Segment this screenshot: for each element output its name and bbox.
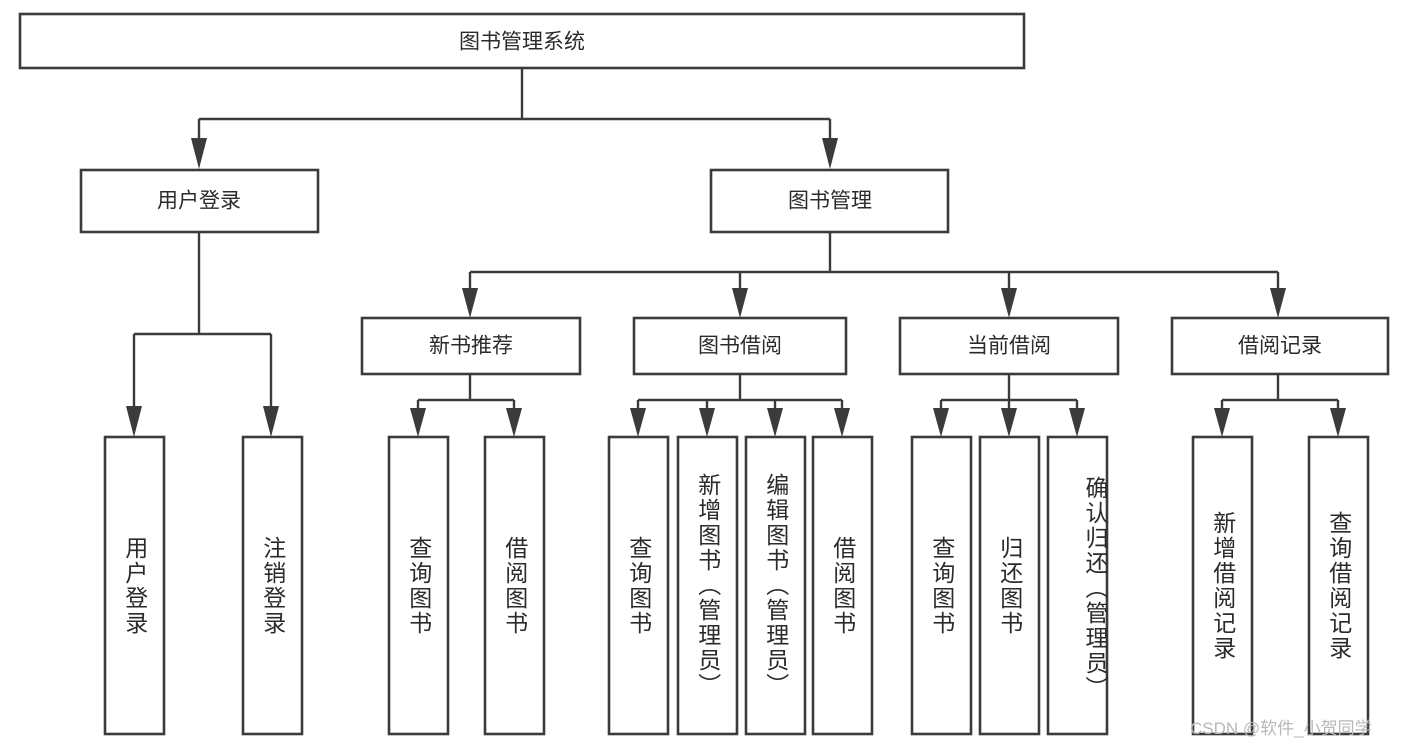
connector-group-current-borrow bbox=[933, 374, 1085, 437]
leaf-box-cb-2[interactable] bbox=[978, 435, 1041, 736]
arrow-head-borrow-record bbox=[1270, 288, 1286, 318]
node-book-borrow-box[interactable] bbox=[632, 316, 848, 376]
node-root[interactable]: 图书管理系统 bbox=[18, 12, 1026, 70]
node-book-management-label: 图书管理 bbox=[788, 190, 872, 213]
connector-group-user-login bbox=[126, 232, 279, 437]
node-new-book-recommend-label: 新书推荐 bbox=[429, 335, 513, 358]
leaf-box-bb-2[interactable] bbox=[676, 435, 739, 736]
node-new-book-recommend[interactable]: 新书推荐 bbox=[360, 316, 582, 376]
node-user-login-label: 用户登录 bbox=[157, 190, 241, 213]
node-user-login-box[interactable] bbox=[79, 168, 320, 234]
arrow-head-leaf-br-1 bbox=[1214, 408, 1230, 437]
node-user-login[interactable]: 用户登录 bbox=[79, 168, 320, 234]
leaf-box-br-1[interactable] bbox=[1191, 435, 1254, 736]
arrow-head-leaf-bb-3 bbox=[767, 408, 783, 437]
leaf-group-user-login bbox=[103, 435, 304, 736]
arrow-head-current-borrow bbox=[1001, 288, 1017, 318]
arrow-head-book-borrow bbox=[732, 288, 748, 318]
arrow-head-leaf-cb-2 bbox=[1001, 408, 1017, 437]
node-current-borrow-label: 当前借阅 bbox=[967, 335, 1051, 358]
node-borrow-record-label: 借阅记录 bbox=[1238, 335, 1322, 358]
node-current-borrow[interactable]: 当前借阅 bbox=[898, 316, 1120, 376]
connector-group-book-borrow bbox=[630, 374, 850, 437]
node-book-borrow-label: 图书借阅 bbox=[698, 335, 782, 358]
arrow-head-leaf-bb-4 bbox=[834, 408, 850, 437]
node-root-label: 图书管理系统 bbox=[459, 31, 585, 54]
connector-group-new-book-recommend bbox=[410, 374, 522, 437]
node-root-box[interactable] bbox=[18, 12, 1026, 70]
connector-group-borrow-record bbox=[1214, 374, 1346, 437]
leaf-group-new-book-recommend bbox=[387, 435, 546, 736]
arrow-head-leaf-user-login-2 bbox=[263, 406, 279, 437]
leaf-box-cb-1[interactable] bbox=[910, 435, 973, 736]
leaf-box-nbr-1[interactable] bbox=[387, 435, 450, 736]
arrow-head-leaf-cb-1 bbox=[933, 408, 949, 437]
arrow-head-user-login bbox=[191, 138, 207, 169]
arrow-head-leaf-bb-2 bbox=[699, 408, 715, 437]
arrow-head-leaf-user-login-1 bbox=[126, 406, 142, 437]
leaf-group-borrow-record bbox=[1191, 435, 1370, 736]
arrow-head-book-mgmt bbox=[822, 138, 838, 169]
node-book-management[interactable]: 图书管理 bbox=[709, 168, 950, 234]
arrow-head-new-book-recommend bbox=[462, 288, 478, 318]
leaf-box-bb-1[interactable] bbox=[607, 435, 670, 736]
leaf-box-cb-3[interactable] bbox=[1046, 435, 1109, 736]
leaf-box-nbr-2[interactable] bbox=[483, 435, 546, 736]
node-new-book-recommend-box[interactable] bbox=[360, 316, 582, 376]
node-borrow-record[interactable]: 借阅记录 bbox=[1170, 316, 1390, 376]
node-current-borrow-box[interactable] bbox=[898, 316, 1120, 376]
node-book-management-box[interactable] bbox=[709, 168, 950, 234]
node-borrow-record-box[interactable] bbox=[1170, 316, 1390, 376]
arrow-head-leaf-bb-1 bbox=[630, 408, 646, 437]
node-book-borrow[interactable]: 图书借阅 bbox=[632, 316, 848, 376]
leaf-box-user-login-2[interactable] bbox=[241, 435, 304, 736]
arrow-head-leaf-nbr-2 bbox=[506, 408, 522, 437]
leaf-group-current-borrow bbox=[910, 435, 1109, 736]
leaf-group-book-borrow bbox=[607, 435, 874, 736]
connector-group-root bbox=[191, 68, 838, 169]
leaf-box-br-2[interactable] bbox=[1307, 435, 1370, 736]
arrow-head-leaf-br-2 bbox=[1330, 408, 1346, 437]
arrow-head-leaf-nbr-1 bbox=[410, 408, 426, 437]
connector-group-book-mgmt bbox=[462, 232, 1286, 318]
arrow-head-leaf-cb-3 bbox=[1069, 408, 1085, 437]
leaf-box-bb-3[interactable] bbox=[744, 435, 807, 736]
leaf-box-bb-4[interactable] bbox=[811, 435, 874, 736]
leaf-box-user-login-1[interactable] bbox=[103, 435, 166, 736]
